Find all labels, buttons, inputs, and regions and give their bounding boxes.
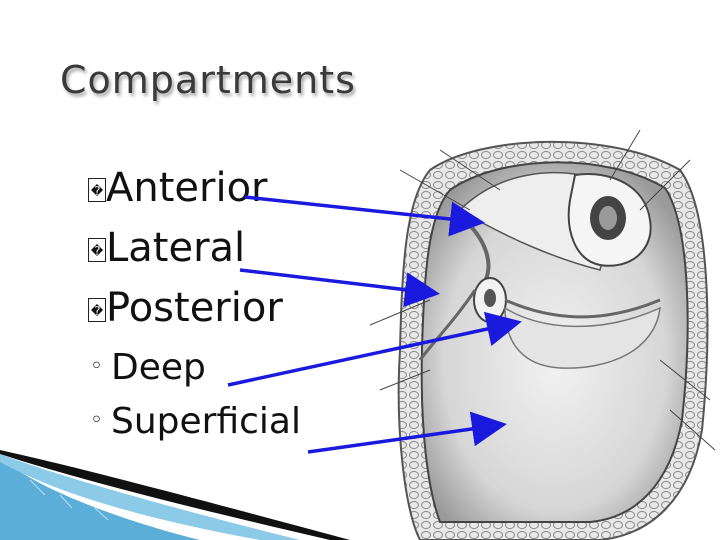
bullet-text: Lateral — [106, 225, 245, 271]
bullet-lateral: �Lateral — [88, 228, 245, 268]
bullet-posterior: �Posterior — [88, 288, 283, 328]
bullet-text: Posterior — [106, 285, 283, 331]
sub-bullet-superficial: ◦ Superficial — [90, 404, 301, 440]
bullet-marker: � — [88, 178, 106, 202]
slide-title: Compartments — [60, 58, 356, 102]
sub-bullet-marker: ◦ — [90, 408, 103, 433]
leg-cross-section-illustration — [360, 130, 720, 540]
bullet-marker: � — [88, 298, 106, 322]
bullet-text: Anterior — [106, 165, 267, 211]
decorative-swoosh — [0, 440, 380, 540]
sub-bullet-text: Deep — [111, 347, 206, 388]
bullet-anterior: �Anterior — [88, 168, 267, 208]
sub-bullet-marker: ◦ — [90, 354, 103, 379]
sub-bullet-deep: ◦ Deep — [90, 350, 206, 386]
bullet-marker: � — [88, 238, 106, 262]
sub-bullet-text: Superficial — [111, 401, 301, 442]
